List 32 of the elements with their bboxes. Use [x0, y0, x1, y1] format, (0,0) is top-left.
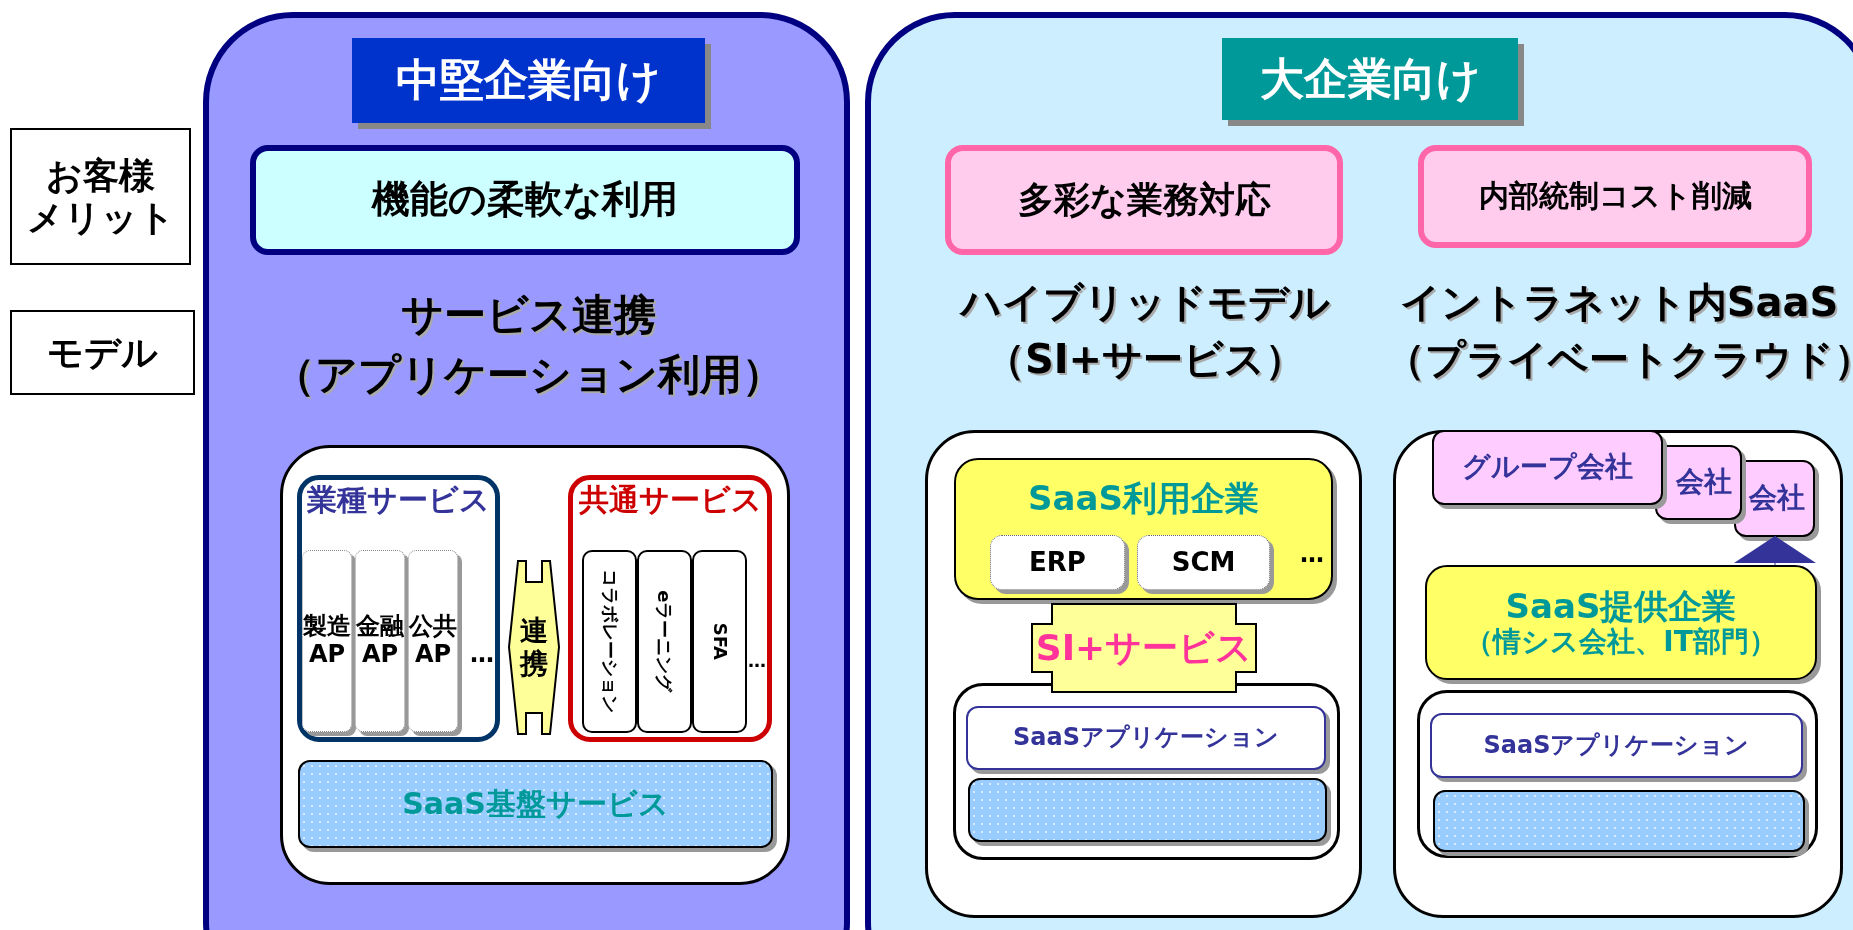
- model-title: （アプリケーション利用）: [271, 350, 785, 401]
- triangle-arrow: [1734, 535, 1816, 566]
- service-column: SFA: [692, 550, 747, 733]
- stack-box: [953, 683, 1340, 860]
- model-title: サービス連携: [399, 290, 657, 341]
- model-title: （プライベートクラウド）: [1385, 335, 1853, 383]
- benefit-box: 内部統制コスト削減: [1418, 145, 1812, 248]
- service-group-box: [568, 475, 772, 742]
- model-title: イントラネット内SaaS: [1398, 278, 1840, 326]
- architecture-panel: [925, 430, 1362, 918]
- service-column: コラボレーション: [582, 550, 637, 733]
- architecture-panel: [280, 445, 790, 885]
- link-connector: 連携: [508, 560, 560, 735]
- segment-panel: [203, 12, 850, 930]
- group-title: 業種サービス: [306, 482, 491, 518]
- row-header-box: モデル: [10, 310, 195, 395]
- ellipsis-text: …: [470, 640, 494, 669]
- service-group-box: [297, 475, 500, 742]
- group-title: 共通サービス: [577, 482, 763, 518]
- model-title: ハイブリッドモデル: [958, 278, 1331, 326]
- segment-panel: [865, 12, 1853, 930]
- architecture-panel: [1393, 430, 1843, 918]
- ellipsis-text: …: [748, 650, 766, 672]
- box-title: SaaS利用企業: [1027, 478, 1260, 519]
- ellipsis-text: …: [1300, 540, 1324, 569]
- model-title: （SI+サービス）: [983, 335, 1307, 383]
- row-header-box: お客様 メリット: [10, 128, 191, 265]
- benefit-box: 機能の柔軟な利用: [250, 145, 800, 255]
- integration-connector: SI+サービス: [1031, 603, 1257, 693]
- stack-box: [1417, 690, 1818, 858]
- benefit-box: 多彩な業務対応: [945, 145, 1343, 255]
- service-column: eラーニング: [637, 550, 692, 733]
